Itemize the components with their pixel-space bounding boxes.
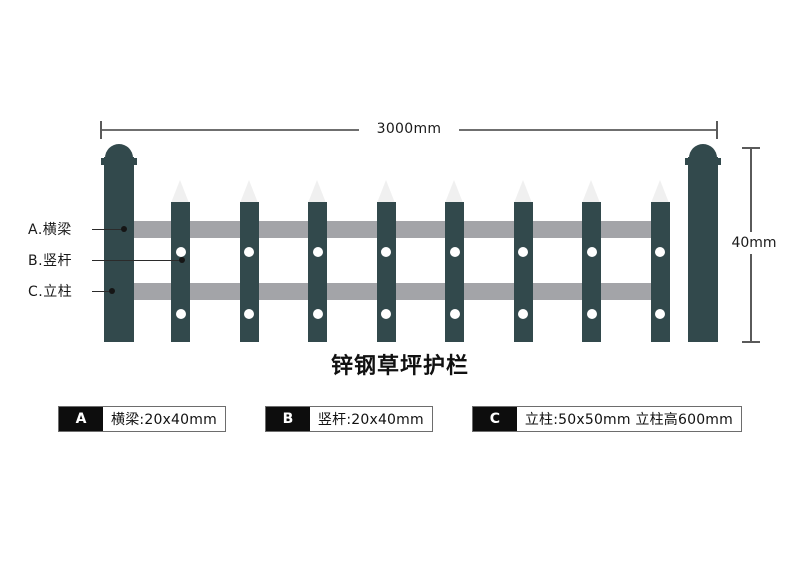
post-shoulder-right [132, 158, 137, 165]
picket [171, 180, 190, 342]
bolt-lower-icon [381, 309, 391, 319]
post-shoulder-left [685, 158, 690, 165]
picket [650, 180, 670, 342]
picket-body [239, 202, 259, 342]
bolt-upper-icon [381, 247, 391, 257]
post-right [685, 144, 721, 342]
bolt-upper-icon [244, 247, 254, 257]
legend-text: 横梁:20x40mm [103, 407, 225, 431]
post-left [101, 144, 137, 342]
leader-dot-a [121, 226, 127, 232]
picket-tip-icon [239, 180, 258, 203]
picket [239, 180, 259, 342]
product-title: 锌钢草坪护栏 [330, 354, 469, 379]
bolt-upper-icon [175, 247, 186, 257]
part-label-b: B.竖杆 [28, 253, 73, 269]
leader-line-a [92, 229, 124, 230]
leader-line-b [92, 260, 182, 261]
picket [582, 180, 601, 342]
height-dimension-cap-bottom [742, 341, 760, 343]
width-dimension-cap-left [100, 121, 102, 139]
bolt-lower-icon [586, 309, 597, 319]
picket-tip-icon [445, 180, 463, 203]
part-label-c: C.立柱 [28, 284, 73, 300]
picket [376, 180, 396, 342]
post-body [688, 157, 718, 342]
picket-tip-icon [308, 180, 326, 203]
legend-badge: B [265, 407, 310, 431]
picket-body [582, 202, 601, 342]
post-shoulder-right [716, 158, 721, 165]
picket [445, 180, 464, 342]
legend-badge: A [59, 407, 104, 431]
leader-dot-c [109, 288, 115, 294]
height-dimension-label: 40mm [722, 232, 786, 254]
width-dimension-label: 3000mm [359, 119, 459, 139]
legend-text: 立柱:50x50mm 立柱高600mm [516, 407, 741, 431]
bolt-upper-icon [655, 247, 665, 257]
picket [308, 180, 327, 342]
post-body [104, 157, 134, 342]
bolt-lower-icon [518, 309, 528, 319]
leader-line-c [92, 291, 112, 292]
bolt-upper-icon [449, 247, 460, 257]
picket-tip-icon [171, 180, 189, 203]
picket-body [376, 202, 396, 342]
bolt-lower-icon [175, 309, 186, 319]
picket-body [513, 202, 533, 342]
leader-dot-b [179, 257, 185, 263]
picket-tip-icon [582, 180, 600, 203]
picket-tip-icon [650, 180, 669, 203]
height-dimension-cap-top [742, 147, 760, 149]
bolt-lower-icon [655, 309, 665, 319]
bolt-lower-icon [312, 309, 323, 319]
post-shoulder-left [101, 158, 106, 165]
bolt-upper-icon [312, 247, 323, 257]
picket-body [445, 202, 464, 342]
bolt-upper-icon [518, 247, 528, 257]
bolt-upper-icon [586, 247, 597, 257]
legend-text: 竖杆:20x40mm [309, 407, 432, 431]
picket [513, 180, 533, 342]
legend-badge: C [472, 407, 517, 431]
width-dimension-cap-right [716, 121, 718, 139]
picket-body [650, 202, 670, 342]
part-label-a: A.横梁 [28, 222, 72, 238]
picket-body [171, 202, 190, 342]
picket-tip-icon [376, 180, 395, 203]
bolt-lower-icon [449, 309, 460, 319]
bolt-lower-icon [244, 309, 254, 319]
picket-body [308, 202, 327, 342]
picket-tip-icon [513, 180, 532, 203]
